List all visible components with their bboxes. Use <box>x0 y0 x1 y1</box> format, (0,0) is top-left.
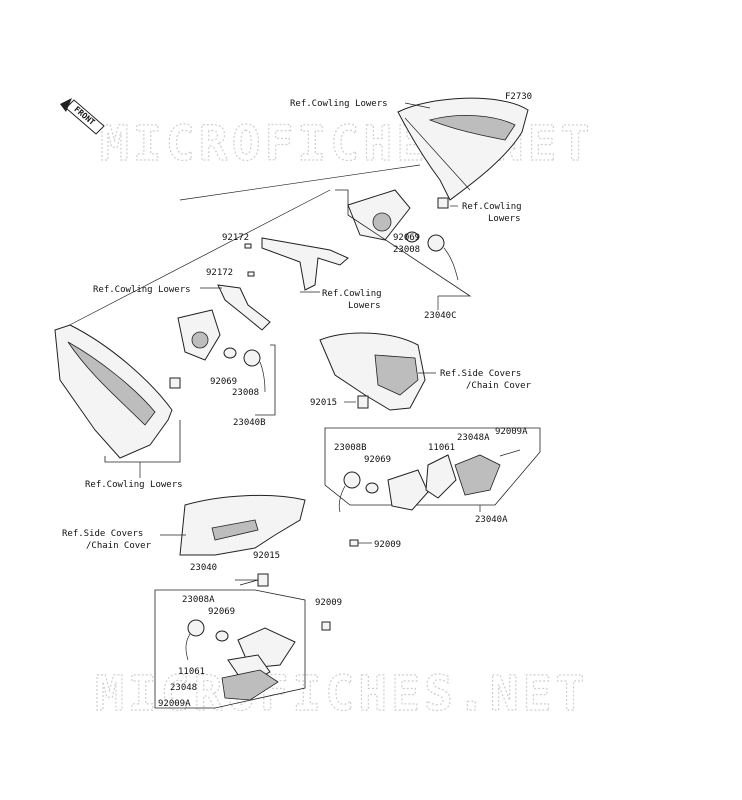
part-23048A: 23048A <box>457 433 490 443</box>
mounting-bracket <box>261 237 349 291</box>
side-cover-right <box>319 332 426 411</box>
watermark-bottom: MICROFICHES.NET <box>95 666 588 722</box>
ref-cowling-lowers-top: Ref.Cowling Lowers <box>290 99 388 109</box>
part-92069-l: 92069 <box>208 607 235 617</box>
diagram-code: F2730 <box>505 92 532 102</box>
part-23040C: 23040C <box>424 311 457 321</box>
left-bracket <box>217 284 271 331</box>
ref-cowling-lowers-right-2: Lowers <box>488 214 521 224</box>
turn-signal-23040C <box>347 189 459 281</box>
part-92009A-l: 92009A <box>158 699 191 709</box>
part-92009A: 92009A <box>495 427 528 437</box>
turn-signal-23040B <box>177 309 266 393</box>
front-arrow-icon: FRONT <box>60 98 105 135</box>
part-23040: 23040 <box>190 563 217 573</box>
part-23008A: 23008A <box>182 595 215 605</box>
ref-side-covers-right-2: /Chain Cover <box>466 381 532 391</box>
part-92015-a: 92015 <box>310 398 337 408</box>
side-cover-left <box>179 494 306 556</box>
ref-cowling-lowers-mid-2: Lowers <box>348 301 381 311</box>
part-92009-r: 92009 <box>374 540 401 550</box>
part-23008-b: 23008 <box>232 388 259 398</box>
part-92172-b: 92172 <box>206 268 233 278</box>
left-cowling-lower <box>54 324 181 459</box>
part-92172-a: 92172 <box>222 233 249 243</box>
part-23008B: 23008B <box>334 443 367 453</box>
part-92069-b: 92069 <box>210 377 237 387</box>
part-23040B: 23040B <box>233 418 266 428</box>
ref-side-covers-left-2: /Chain Cover <box>86 541 152 551</box>
part-92069-r: 92069 <box>364 455 391 465</box>
part-23048: 23048 <box>170 683 197 693</box>
part-92009-l: 92009 <box>315 598 342 608</box>
turn-signal-23040 <box>185 619 331 701</box>
ref-cowling-lowers-mid-1: Ref.Cowling <box>322 289 382 299</box>
ref-side-covers-right-1: Ref.Side Covers <box>440 369 521 379</box>
part-92015-b: 92015 <box>253 551 280 561</box>
part-11061-r: 11061 <box>428 443 455 453</box>
turn-signal-23040A <box>338 449 521 513</box>
ref-cowling-lowers-right-1: Ref.Cowling <box>462 202 522 212</box>
part-11061-l: 11061 <box>178 667 205 677</box>
part-92069-c: 92069 <box>393 233 420 243</box>
front-cowling-right <box>397 97 529 201</box>
ref-cowling-lowers-left: Ref.Cowling Lowers <box>93 285 191 295</box>
part-23008-c: 23008 <box>393 245 420 255</box>
ref-side-covers-left-1: Ref.Side Covers <box>62 529 143 539</box>
part-23040A: 23040A <box>475 515 508 525</box>
ref-cowling-lowers-bottom: Ref.Cowling Lowers <box>85 480 183 490</box>
